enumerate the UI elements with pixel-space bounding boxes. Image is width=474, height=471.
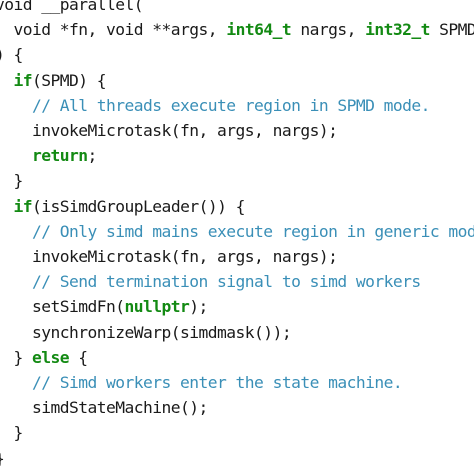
code-text: simdStateMachine(); <box>0 398 208 418</box>
code-text: ) { <box>0 45 23 65</box>
code-text: } <box>0 449 5 468</box>
code-line: ) { <box>0 42 23 67</box>
code-text: } <box>13 347 24 367</box>
code-line: } <box>0 168 24 193</box>
code-text: nargs, <box>291 20 366 40</box>
code-comment: // Simd workers enter the state machine. <box>0 373 403 392</box>
code-text <box>0 197 14 216</box>
code-text <box>0 71 14 90</box>
code-keyword: if <box>13 196 33 216</box>
code-line: void __parallel( <box>0 0 144 17</box>
code-line: // All threads execute region in SPMD mo… <box>0 93 430 118</box>
code-text: { <box>69 347 88 367</box>
code-text: synchronizeWarp(simdmask()); <box>0 322 292 342</box>
code-keyword: if <box>13 70 33 90</box>
code-text <box>0 146 32 165</box>
code-keyword: int64_t <box>226 20 292 40</box>
code-text: ); <box>189 297 208 317</box>
code-line: // Simd workers enter the state machine. <box>0 370 403 395</box>
code-text: } <box>13 423 24 443</box>
code-line: if(isSimdGroupLeader()) { <box>0 194 246 219</box>
code-line: return; <box>0 143 97 168</box>
code-text: ; <box>87 146 98 166</box>
code-text: (isSimdGroupLeader()) { <box>32 196 245 216</box>
code-text: invokeMicrotask(fn, args, nargs); <box>0 247 338 266</box>
code-text: void __parallel( <box>0 0 144 14</box>
code-line: synchronizeWarp(simdmask()); <box>0 320 292 345</box>
code-text: invokeMicrotask(fn, args, nargs); <box>0 121 338 140</box>
code-line: } else { <box>0 345 89 370</box>
code-text: SPMD <box>429 20 474 40</box>
code-comment: // Only simd mains execute region in gen… <box>0 221 474 241</box>
code-text: void *fn, void **args, <box>0 20 227 40</box>
code-comment: // All threads execute region in SPMD mo… <box>0 95 430 115</box>
code-line: } <box>0 446 5 471</box>
code-text: } <box>13 171 24 191</box>
code-text: setSimdFn( <box>0 297 125 317</box>
code-text: (SPMD) { <box>32 70 107 90</box>
code-keyword: return <box>32 146 88 166</box>
code-line: if(SPMD) { <box>0 68 107 93</box>
code-comment: // Send termination signal to simd worke… <box>0 272 421 292</box>
code-line: // Only simd mains execute region in gen… <box>0 219 474 244</box>
code-line: invokeMicrotask(fn, args, nargs); <box>0 244 338 269</box>
code-line: invokeMicrotask(fn, args, nargs); <box>0 118 338 143</box>
code-line: } <box>0 420 24 445</box>
code-keyword: int32_t <box>365 20 430 40</box>
code-line: setSimdFn(nullptr); <box>0 294 208 319</box>
code-line: void *fn, void **args, int64_t nargs, in… <box>0 17 474 42</box>
code-line: // Send termination signal to simd worke… <box>0 269 421 294</box>
code-keyword: else <box>32 347 70 367</box>
code-keyword: nullptr <box>124 297 190 317</box>
code-line: simdStateMachine(); <box>0 395 208 420</box>
